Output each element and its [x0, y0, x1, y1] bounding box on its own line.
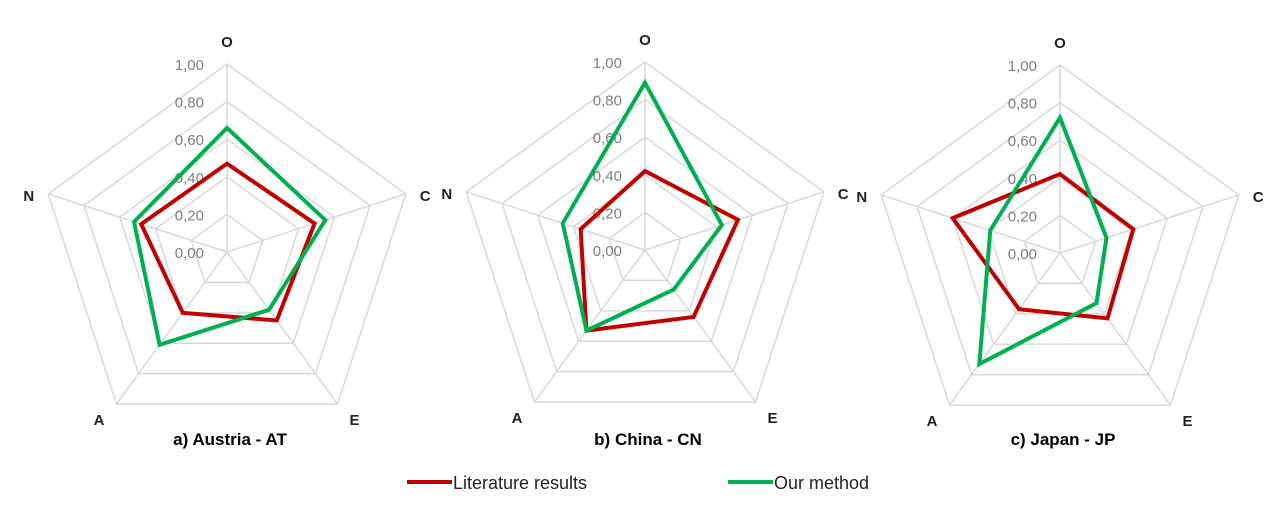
series-literature — [138, 161, 318, 323]
grid-ring-1 — [190, 213, 264, 284]
tick-label: 0,80 — [1008, 96, 1037, 113]
chart-subtitle: b) China - CN — [594, 430, 702, 449]
spoke-N — [880, 194, 1061, 254]
spoke-A — [115, 251, 228, 405]
legend-label-our-method: Our method — [774, 473, 869, 493]
grid-ring-1 — [608, 211, 682, 282]
tick-label: 0,20 — [175, 207, 204, 224]
series-our-method — [977, 113, 1109, 368]
grid-ring-2 — [572, 173, 718, 312]
spoke-N — [47, 193, 228, 253]
tick-label: 1,00 — [1008, 58, 1037, 75]
grid-ring-2 — [154, 175, 300, 314]
axis-label-E: E — [350, 412, 360, 429]
legend-label-literature: Literature results — [453, 473, 587, 493]
axis-label-A: A — [512, 410, 523, 427]
grid-ring-3 — [536, 136, 754, 343]
chart-subtitle: c) Japan - JP — [1011, 430, 1116, 449]
axis-label-E: E — [768, 410, 778, 427]
spoke-E — [1059, 252, 1172, 406]
tick-label: 1,00 — [175, 57, 204, 74]
radar-panels: 1,00 0,80 0,60 0,40 0,20 0,00 O C E A Na) Austria … — [23, 32, 1263, 449]
legend: Literature results Our method — [407, 473, 869, 493]
grid-ring-4 — [916, 101, 1204, 376]
axis-label-O: O — [639, 32, 651, 49]
grid-ring-5 — [880, 64, 1240, 406]
chart-subtitle: a) Austria - AT — [173, 430, 287, 449]
spoke-A — [533, 249, 646, 403]
series-our-method — [560, 78, 725, 334]
grid-ring-1 — [1023, 214, 1097, 285]
axis-label-N: N — [856, 189, 867, 206]
spoke-C — [1059, 194, 1240, 254]
series-literature — [578, 168, 741, 333]
axis-label-O: O — [1054, 35, 1066, 52]
axis-label-C: C — [838, 186, 849, 203]
grid-ring-4 — [501, 98, 789, 373]
grid-ring-5 — [465, 61, 825, 403]
grid-ring-3 — [951, 139, 1169, 346]
axis-label-N: N — [23, 188, 34, 205]
tick-label: 0,20 — [1008, 208, 1037, 225]
grid-ring-5 — [47, 63, 407, 405]
spoke-C — [644, 191, 825, 251]
axis-label-N: N — [441, 186, 452, 203]
tick-label: 0,00 — [593, 243, 622, 260]
tick-label: 0,00 — [175, 245, 204, 262]
grid-ring-4 — [83, 100, 371, 375]
tick-label: 0,80 — [593, 93, 622, 110]
spoke-E — [226, 251, 339, 405]
tick-label: 0,40 — [593, 168, 622, 185]
series-our-method — [131, 125, 328, 348]
tick-label: 0,00 — [1008, 246, 1037, 263]
axis-label-C: C — [1253, 189, 1264, 206]
spoke-E — [644, 249, 757, 403]
tick-label: 1,00 — [593, 55, 622, 72]
axis-label-A: A — [94, 412, 105, 429]
axis-label-O: O — [221, 34, 233, 51]
axis-label-C: C — [420, 188, 431, 205]
tick-label: 0,60 — [1008, 133, 1037, 150]
axis-label-A: A — [927, 413, 938, 430]
axis-label-E: E — [1183, 413, 1193, 430]
series-literature — [949, 171, 1136, 321]
spoke-N — [465, 191, 646, 251]
spoke-A — [948, 252, 1061, 406]
grid-ring-3 — [118, 138, 336, 345]
tick-label: 0,80 — [175, 95, 204, 112]
tick-label: 0,60 — [175, 132, 204, 149]
